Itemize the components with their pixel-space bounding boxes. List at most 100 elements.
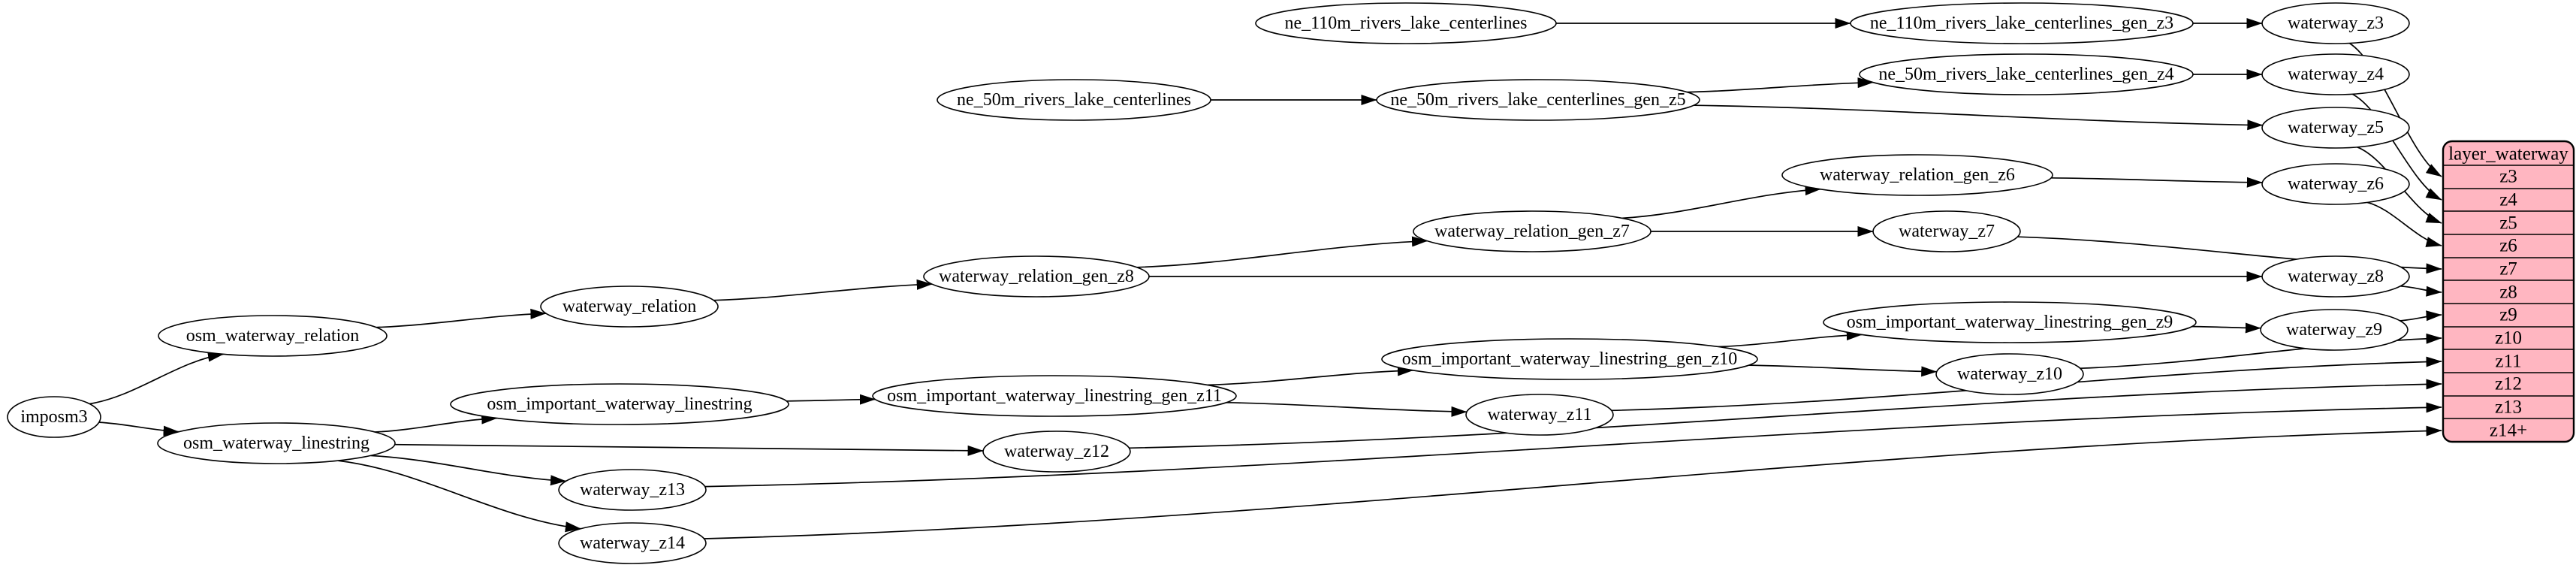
edge-imposm3-to-osm_waterway_linestring — [98, 421, 179, 437]
node-label: waterway_z11 — [1487, 405, 1591, 425]
node-waterway-z9: waterway_z9 — [2260, 309, 2409, 351]
node-waterway-z4: waterway_z4 — [2261, 53, 2410, 95]
node-waterway-relation-gen-z7: waterway_relation_gen_z7 — [1413, 210, 1651, 252]
node-label: osm_waterway_linestring — [183, 434, 370, 453]
node-label: waterway_z8 — [2288, 267, 2384, 286]
edge-osm_waterway_linestring-to-osm_important_waterway_linestring — [375, 413, 498, 433]
node-label: imposm3 — [20, 407, 87, 427]
edge-waterway_relation_gen_z8-to-waterway_relation_gen_z7 — [1136, 236, 1428, 268]
table-row-z6: z6 — [2499, 236, 2517, 256]
node-label: osm_waterway_relation — [186, 326, 360, 346]
node-label: waterway_relation_gen_z7 — [1434, 222, 1630, 241]
edge-layer — [89, 18, 2442, 539]
edge-waterway_z12-to-layer_waterway-z12 — [1129, 379, 2442, 449]
edge-imposm3-to-osm_waterway_relation — [89, 351, 224, 405]
node-imposm3: imposm3 — [7, 396, 101, 438]
edge-osm_waterway_linestring-to-waterway_z14 — [338, 460, 581, 533]
table-row-z4: z4 — [2499, 190, 2517, 210]
edge-ne_50m_rivers_lake_centerlines_gen_z5-to-waterway_z5 — [1694, 104, 2264, 131]
node-label: waterway_z12 — [1004, 442, 1109, 461]
node-waterway-z11: waterway_z11 — [1465, 394, 1614, 436]
table-row-z9: z9 — [2499, 305, 2517, 325]
node-waterway-z12: waterway_z12 — [982, 431, 1131, 473]
node-label: waterway_z13 — [580, 480, 685, 500]
node-label: waterway_z7 — [1899, 222, 1995, 241]
node-label: waterway_z14 — [580, 533, 685, 553]
edge-waterway_relation_gen_z7-to-waterway_relation_gen_z6 — [1622, 185, 1821, 219]
table-row-z8: z8 — [2499, 282, 2517, 303]
table-row-z13: z13 — [2495, 397, 2522, 418]
node-label: waterway_z5 — [2288, 118, 2384, 137]
node-ne-50m-rivers-lake-centerlines-gen-z5: ne_50m_rivers_lake_centerlines_gen_z5 — [1376, 79, 1700, 121]
edge-waterway_z4-to-layer_waterway-z4 — [2351, 93, 2442, 201]
edge-waterway_z13-to-layer_waterway-z13 — [704, 402, 2442, 488]
node-layer: imposm3 osm_waterway_relation osm_waterw… — [7, 2, 2410, 564]
node-ne-50m-rivers-lake-centerlines-gen-z4: ne_50m_rivers_lake_centerlines_gen_z4 — [1859, 53, 2194, 95]
table-row-z10: z10 — [2495, 328, 2522, 349]
node-waterway-z13: waterway_z13 — [558, 469, 707, 511]
edge-osm_waterway_linestring-to-waterway_z12 — [394, 443, 984, 456]
node-waterway-z10: waterway_z10 — [1935, 353, 2084, 395]
edge-osm_important_waterway_linestring_gen_z10-to-waterway_z10 — [1748, 364, 1938, 377]
edge-waterway_z9-to-layer_waterway-z9 — [2400, 310, 2442, 322]
node-waterway-relation-gen-z6: waterway_relation_gen_z6 — [1781, 154, 2053, 196]
node-waterway-relation-gen-z8: waterway_relation_gen_z8 — [923, 255, 1150, 298]
table-title: layer_waterway — [2448, 144, 2568, 165]
table-row-z11: z11 — [2495, 352, 2521, 372]
node-osm-important-waterway-linestring: osm_important_waterway_linestring — [450, 383, 789, 425]
table-row-z3: z3 — [2499, 167, 2517, 187]
edge-osm_important_waterway_linestring_gen_z10-to-osm_important_waterway_linestring_gen_z9 — [1718, 330, 1863, 348]
node-osm-waterway-linestring: osm_waterway_linestring — [157, 422, 396, 464]
node-label: waterway_z6 — [2288, 174, 2384, 194]
node-waterway-z6: waterway_z6 — [2261, 163, 2410, 205]
edge-waterway_z14-to-layer_waterway-z14+ — [704, 425, 2442, 539]
node-label: osm_important_waterway_linestring_gen_z9 — [1847, 313, 2173, 332]
node-label: ne_50m_rivers_lake_centerlines — [957, 90, 1191, 110]
node-label: osm_important_waterway_linestring_gen_z1… — [1402, 349, 1738, 369]
edge-osm_important_waterway_linestring_gen_z11-to-waterway_z11 — [1226, 401, 1467, 417]
table-row-z14p: z14+ — [2490, 421, 2527, 441]
node-ne-50m-rivers-lake-centerlines: ne_50m_rivers_lake_centerlines — [937, 79, 1211, 121]
node-osm-important-waterway-linestring-gen-z9: osm_important_waterway_linestring_gen_z9 — [1823, 301, 2197, 343]
node-ne-110m-rivers-lake-centerlines: ne_110m_rivers_lake_centerlines — [1255, 2, 1557, 44]
node-label: osm_important_waterway_linestring_gen_z1… — [887, 386, 1222, 406]
node-osm-important-waterway-linestring-gen-z11: osm_important_waterway_linestring_gen_z1… — [872, 375, 1237, 417]
node-label: waterway_z4 — [2288, 65, 2384, 84]
node-osm-waterway-relation: osm_waterway_relation — [158, 315, 388, 357]
node-osm-important-waterway-linestring-gen-z10: osm_important_waterway_linestring_gen_z1… — [1381, 338, 1758, 380]
table-layer-waterway: layer_waterway z3 z4 z5 z6 z7 z8 z9 z10 … — [2442, 140, 2575, 443]
layer-table-box — [2442, 140, 2575, 443]
node-label: waterway_z9 — [2286, 320, 2382, 340]
node-waterway-z8: waterway_z8 — [2261, 255, 2410, 298]
node-waterway-relation: waterway_relation — [540, 286, 719, 328]
node-waterway-z14: waterway_z14 — [558, 522, 707, 564]
edge-waterway_relation_gen_z6-to-waterway_z6 — [2051, 177, 2263, 188]
node-label: waterway_relation — [563, 297, 697, 316]
node-label: waterway_relation_gen_z6 — [1820, 165, 2015, 185]
node-label: ne_50m_rivers_lake_centerlines_gen_z4 — [1878, 65, 2173, 84]
edge-waterway_relation-to-waterway_relation_gen_z8 — [713, 279, 933, 301]
node-label: ne_110m_rivers_lake_centerlines_gen_z3 — [1870, 14, 2173, 33]
table-row-z5: z5 — [2499, 213, 2517, 234]
edge-ne_50m_rivers_lake_centerlines_gen_z5-to-ne_50m_rivers_lake_centerlines_gen_z4 — [1687, 77, 1874, 93]
node-label: waterway_z3 — [2288, 14, 2384, 33]
node-label: ne_50m_rivers_lake_centerlines_gen_z5 — [1390, 90, 1685, 110]
node-label: osm_important_waterway_linestring — [487, 394, 752, 414]
edge-waterway_z8-to-layer_waterway-z8 — [2400, 285, 2442, 297]
edge-osm_waterway_linestring-to-waterway_z13 — [370, 455, 566, 486]
edge-osm_important_waterway_linestring_gen_z9-to-waterway_z9 — [2191, 322, 2261, 334]
node-label: ne_110m_rivers_lake_centerlines — [1285, 14, 1528, 33]
edge-osm_waterway_relation-to-waterway_relation — [376, 308, 547, 328]
node-ne-110m-rivers-lake-centerlines-gen-z3: ne_110m_rivers_lake_centerlines_gen_z3 — [1850, 2, 2194, 44]
node-label: waterway_z10 — [1957, 364, 2062, 384]
table-row-z12: z12 — [2495, 374, 2522, 394]
node-waterway-z7: waterway_z7 — [1872, 210, 2021, 252]
table-row-z7: z7 — [2499, 259, 2517, 279]
edge-waterway_z3-to-layer_waterway-z3 — [2348, 42, 2442, 177]
node-label: waterway_relation_gen_z8 — [939, 267, 1134, 286]
node-waterway-z3: waterway_z3 — [2261, 2, 2410, 44]
edge-osm_important_waterway_linestring-to-osm_important_waterway_linestring_gen_z11 — [786, 394, 876, 405]
node-waterway-z5: waterway_z5 — [2261, 107, 2410, 149]
